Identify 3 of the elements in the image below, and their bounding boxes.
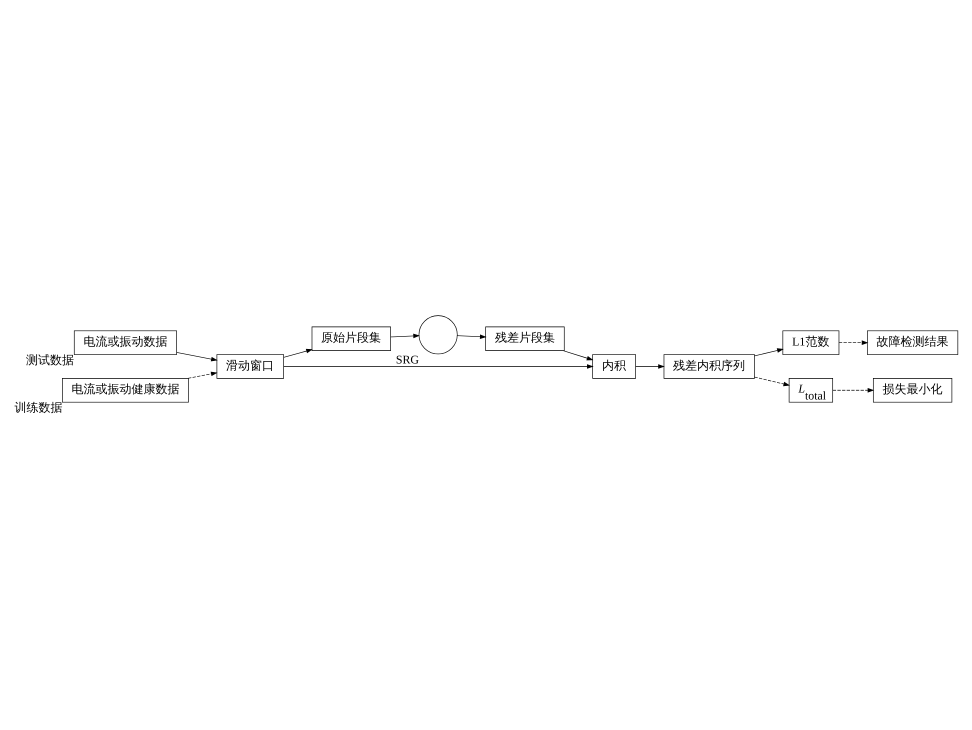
node-label: 测试数据 bbox=[26, 352, 74, 367]
node-label: 训练数据 bbox=[14, 400, 62, 414]
node-label: SRG bbox=[396, 352, 419, 366]
